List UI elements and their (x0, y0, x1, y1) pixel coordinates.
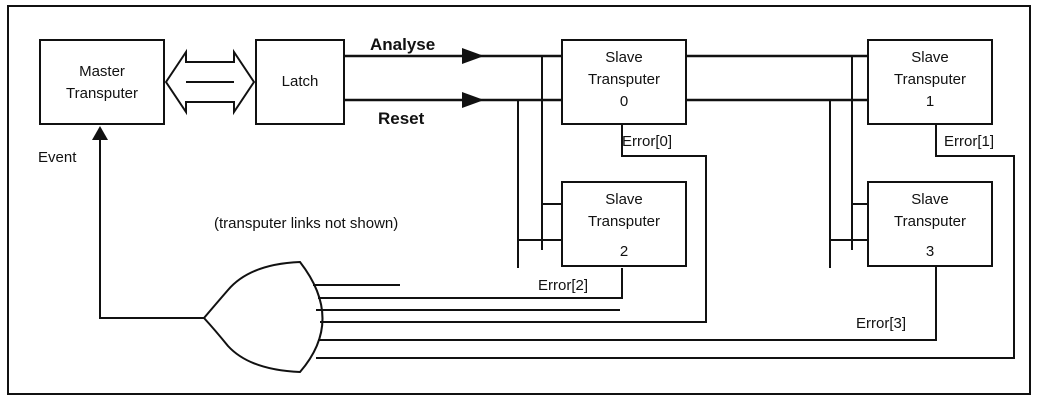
or-gate (202, 260, 324, 374)
error3-wire-stub (318, 266, 937, 341)
error0-wire (320, 124, 707, 323)
error1-label: Error[1] (944, 133, 994, 150)
error2-label: Error[2] (538, 277, 588, 294)
slave3-line2: Transputer (894, 213, 966, 230)
links-note: (transputer links not shown) (214, 215, 398, 232)
event-line (99, 136, 204, 319)
event-arrowhead (92, 126, 108, 140)
slave-transputer-2: Slave Transputer 2 (561, 181, 687, 267)
error0-label: Error[0] (622, 133, 672, 150)
slave3-line3: 3 (926, 243, 934, 260)
error1-wire (316, 124, 1015, 359)
slave1-line2: Transputer (894, 71, 966, 88)
master-label-line2: Transputer (66, 85, 138, 102)
slave0-line1: Slave (605, 49, 643, 66)
slave2-line2: Transputer (588, 213, 660, 230)
analyse-arrowhead (462, 48, 484, 64)
slave-transputer-0: Slave Transputer 0 (561, 39, 687, 125)
reset-label: Reset (378, 109, 425, 128)
slave3-line1: Slave (911, 191, 949, 208)
latch-label: Latch (282, 73, 319, 90)
latch: Latch (255, 39, 345, 125)
error3-label: Error[3] (856, 315, 906, 332)
slave2-line1: Slave (605, 191, 643, 208)
outer-frame (7, 5, 1031, 395)
reset-arrowhead (462, 92, 484, 108)
slave1-line1: Slave (911, 49, 949, 66)
slave1-line3: 1 (926, 93, 934, 110)
slave2-line3: 2 (620, 243, 628, 260)
slave-transputer-3: Slave Transputer 3 (867, 181, 993, 267)
analyse-label: Analyse (370, 35, 435, 54)
slave-transputer-1: Slave Transputer 1 (867, 39, 993, 125)
slave0-line3: 0 (620, 93, 628, 110)
event-label: Event (38, 149, 77, 166)
slave0-line2: Transputer (588, 71, 660, 88)
master-label-line1: Master (79, 63, 125, 80)
error2-wire (318, 268, 623, 299)
bus-arrow (164, 48, 256, 116)
master-transputer: Master Transputer (39, 39, 165, 125)
